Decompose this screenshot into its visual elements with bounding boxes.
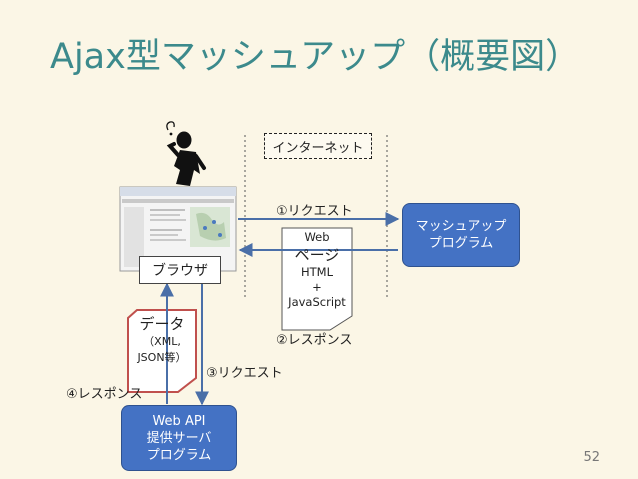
response-2-label: ②レスポンス	[276, 333, 353, 348]
api-box-line1: Web API	[152, 413, 206, 429]
request-1-label: ①リクエスト	[276, 204, 353, 219]
internet-label: インターネット	[264, 133, 372, 159]
web-page-line1: Web	[304, 230, 330, 244]
web-page-line2: ページ	[294, 246, 340, 264]
mashup-box-line1: マッシュアップ	[415, 219, 507, 234]
data-doc-line1: データ	[139, 315, 185, 333]
data-document	[127, 309, 197, 393]
web-page-line3: HTML	[300, 265, 333, 279]
page-number: 52	[583, 450, 600, 465]
person-icon	[166, 121, 206, 186]
web-page-line5: JavaScript	[288, 295, 346, 309]
web-page-text: Web ページ HTML + JavaScript	[285, 230, 349, 310]
api-box-line2: 提供サーバ	[146, 430, 212, 446]
web-api-server-box: Web API 提供サーバ プログラム	[121, 405, 237, 471]
data-document-text: データ （XML, JSON等）	[128, 314, 196, 366]
web-page-line4: +	[312, 280, 322, 294]
response-4-label: ④レスポンス	[66, 387, 143, 402]
browser-label: ブラウザ	[139, 256, 221, 284]
web-page-document	[281, 227, 353, 331]
api-box-line3: プログラム	[146, 447, 212, 463]
mashup-box-line2: プログラム	[428, 236, 494, 251]
request-3-label: ③リクエスト	[206, 366, 283, 381]
mashup-program-box: マッシュアップ プログラム	[402, 203, 520, 267]
data-doc-line3: JSON等）	[137, 351, 187, 364]
slide-title: Ajax型マッシュアップ（概要図）	[50, 37, 581, 77]
data-doc-line2: （XML,	[143, 335, 181, 348]
